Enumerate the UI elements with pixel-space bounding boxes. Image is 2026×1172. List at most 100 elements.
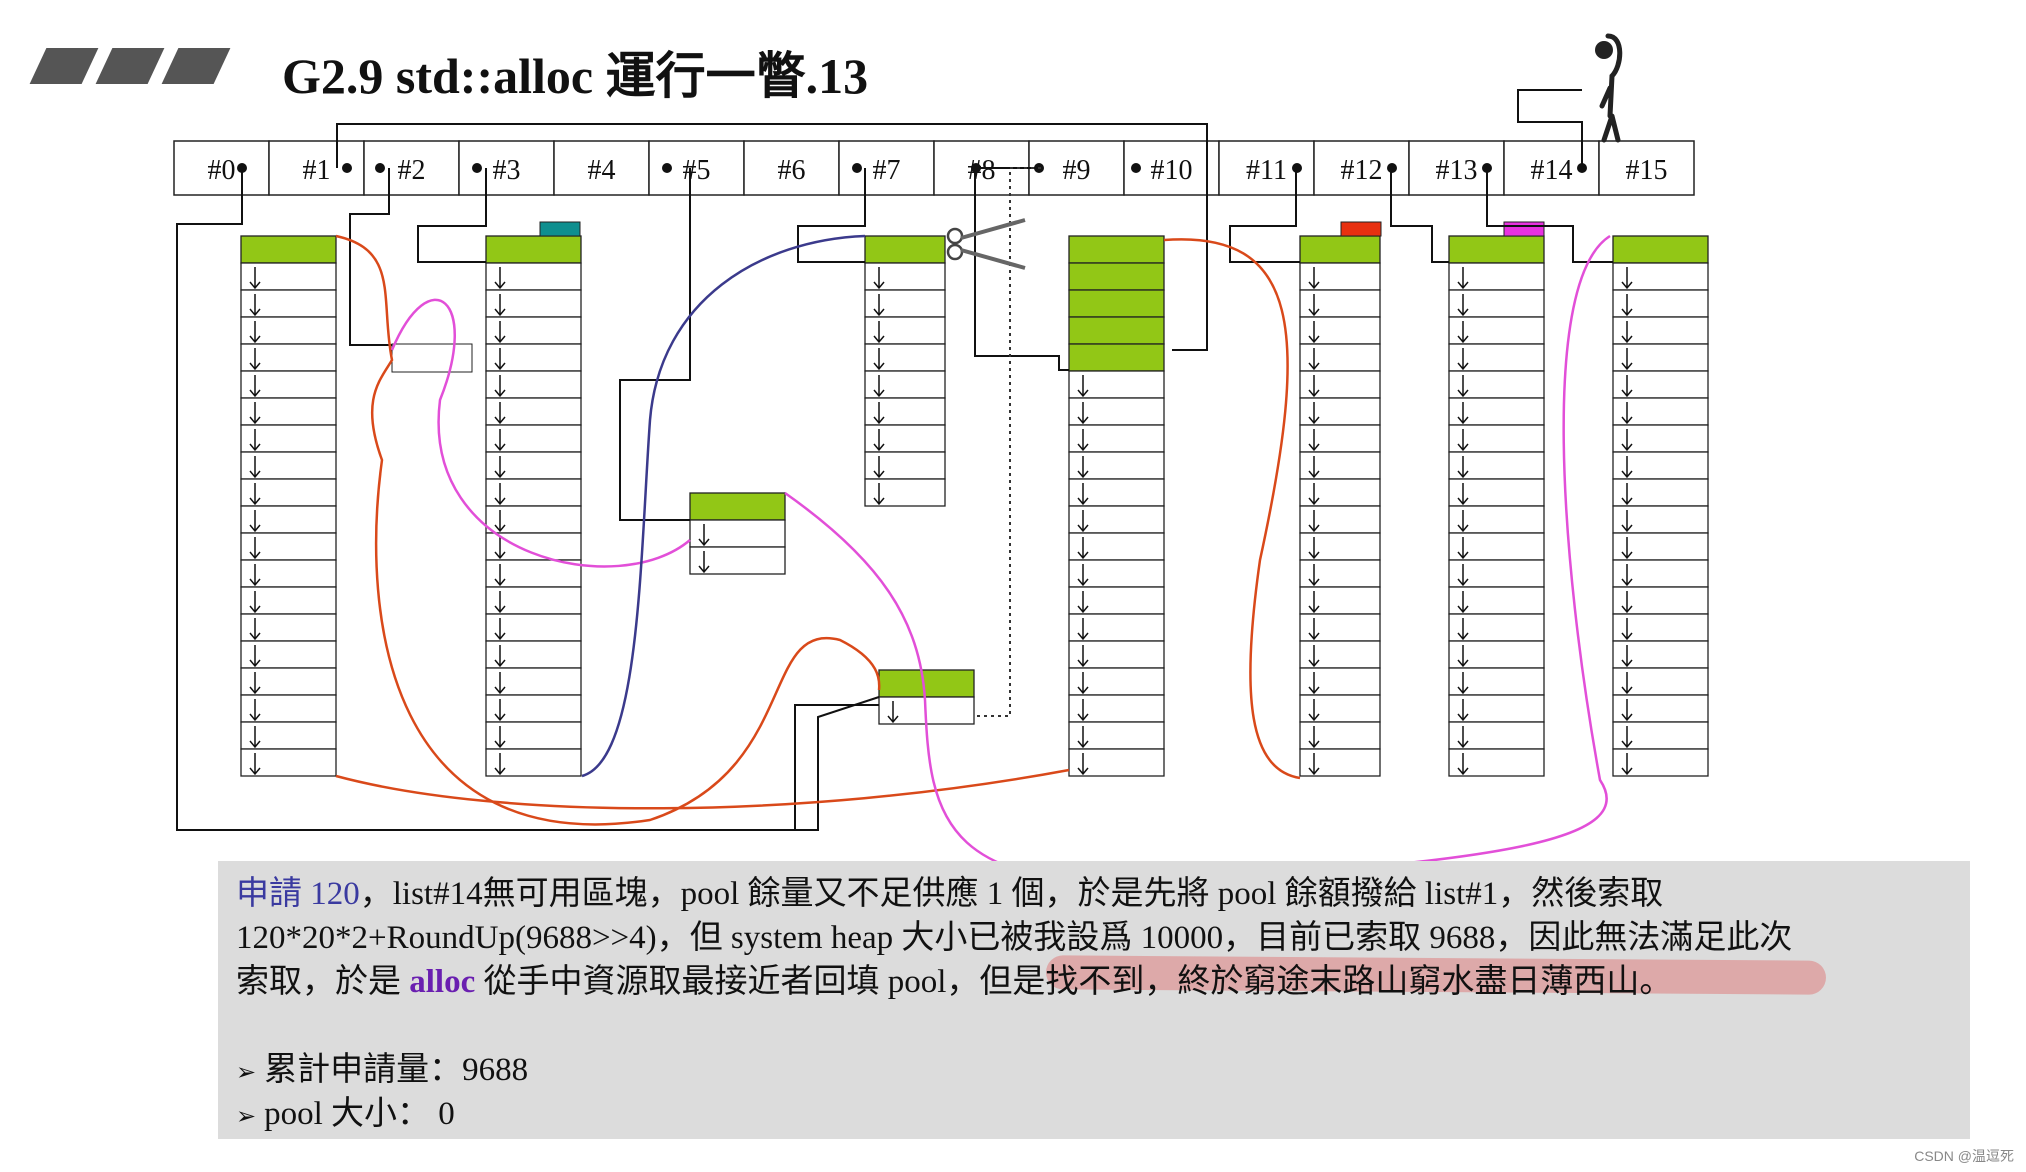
chunk bbox=[1299, 235, 1381, 264]
next-arrow bbox=[1621, 564, 1633, 587]
slot-label: #1 bbox=[303, 155, 331, 186]
chunk bbox=[1448, 235, 1545, 264]
next-arrow bbox=[1308, 483, 1320, 506]
next-arrow bbox=[1457, 402, 1469, 425]
chunk bbox=[1612, 235, 1709, 264]
next-arrow bbox=[494, 456, 506, 479]
chunk bbox=[864, 235, 946, 264]
next-arrow bbox=[249, 726, 261, 749]
next-arrow bbox=[1077, 645, 1089, 668]
list-1-route bbox=[336, 123, 1208, 351]
next-arrow bbox=[873, 267, 885, 290]
list-0-chunks bbox=[240, 235, 337, 777]
list-7-chunks bbox=[864, 235, 946, 507]
next-arrow bbox=[494, 672, 506, 695]
figure-head bbox=[1595, 41, 1613, 59]
next-arrow bbox=[1308, 402, 1320, 425]
orange-curve-3 bbox=[1163, 238, 1301, 780]
next-arrow bbox=[1457, 321, 1469, 344]
next-arrow bbox=[249, 591, 261, 614]
slot-pointer-dot bbox=[375, 163, 385, 173]
next-arrow bbox=[1308, 672, 1320, 695]
navy-curve bbox=[581, 234, 866, 778]
slot-label: #13 bbox=[1436, 155, 1478, 186]
slot-pointer-dot bbox=[472, 163, 482, 173]
next-arrow bbox=[1308, 456, 1320, 479]
next-arrow bbox=[249, 456, 261, 479]
chunk bbox=[1068, 262, 1165, 291]
next-arrow bbox=[1457, 348, 1469, 371]
list-2-route bbox=[349, 168, 392, 346]
next-arrow bbox=[494, 429, 506, 452]
next-arrow bbox=[1308, 429, 1320, 452]
slot-label: #2 bbox=[398, 155, 426, 186]
figure-body bbox=[1599, 33, 1623, 143]
next-arrow bbox=[698, 524, 710, 547]
next-arrow bbox=[249, 294, 261, 317]
bullet-pool-size: ➢pool 大小： 0 bbox=[236, 1096, 455, 1132]
list-9-chunks bbox=[1068, 235, 1165, 777]
next-arrow bbox=[494, 753, 506, 776]
slot-label: #7 bbox=[873, 155, 901, 186]
next-arrow bbox=[249, 402, 261, 425]
next-arrow bbox=[1621, 672, 1633, 695]
slot-pointer-dot bbox=[1131, 163, 1141, 173]
next-arrow bbox=[1621, 348, 1633, 371]
chunk bbox=[1612, 559, 1709, 588]
next-arrow bbox=[1457, 672, 1469, 695]
orange-curve-2 bbox=[335, 768, 1070, 810]
next-arrow bbox=[1077, 375, 1089, 398]
next-arrow bbox=[1308, 726, 1320, 749]
next-arrow bbox=[1621, 267, 1633, 290]
next-arrow bbox=[249, 375, 261, 398]
next-arrow bbox=[873, 429, 885, 452]
chunk bbox=[878, 669, 975, 698]
slot-cell bbox=[553, 140, 650, 196]
next-arrow bbox=[249, 483, 261, 506]
next-arrow bbox=[1457, 591, 1469, 614]
chunk bbox=[1068, 235, 1165, 264]
bullet-arrow-icon: ➢ bbox=[236, 1060, 257, 1086]
list-7-route bbox=[797, 168, 866, 263]
next-arrow bbox=[249, 753, 261, 776]
list-13-chunks bbox=[1448, 235, 1545, 777]
next-arrow bbox=[494, 645, 506, 668]
next-arrow bbox=[873, 456, 885, 479]
list-2-chunk bbox=[391, 343, 473, 373]
next-arrow bbox=[1077, 402, 1089, 425]
next-arrow bbox=[1077, 672, 1089, 695]
next-arrow bbox=[1308, 375, 1320, 398]
next-arrow bbox=[494, 537, 506, 560]
next-arrow bbox=[1308, 564, 1320, 587]
explanation-panel bbox=[218, 861, 1970, 1139]
next-arrow bbox=[249, 618, 261, 641]
slot-cell bbox=[1598, 140, 1695, 196]
slot-cell bbox=[173, 140, 270, 196]
next-arrow bbox=[1621, 483, 1633, 506]
next-arrow bbox=[1457, 483, 1469, 506]
slot-label: #14 bbox=[1531, 155, 1573, 186]
next-arrow bbox=[1621, 402, 1633, 425]
next-arrow bbox=[1457, 456, 1469, 479]
next-arrow bbox=[887, 701, 899, 724]
next-arrow bbox=[1457, 267, 1469, 290]
explanation-text: 申請 120，list#14無可用區塊，pool 餘量又不足供應 1 個，於是先… bbox=[236, 872, 1966, 1004]
chunk bbox=[485, 289, 582, 318]
next-arrow bbox=[1457, 537, 1469, 560]
next-arrow bbox=[1621, 321, 1633, 344]
next-arrow bbox=[249, 267, 261, 290]
list-11-chunks bbox=[1299, 235, 1381, 777]
next-arrow bbox=[1457, 375, 1469, 398]
next-arrow bbox=[1308, 618, 1320, 641]
red-tag bbox=[1340, 221, 1382, 237]
chunk bbox=[240, 235, 337, 264]
next-arrow bbox=[494, 267, 506, 290]
next-arrow bbox=[494, 294, 506, 317]
next-arrow bbox=[1308, 510, 1320, 533]
bullet-total-requested: ➢累計申請量：9688 bbox=[236, 1052, 529, 1088]
next-arrow bbox=[873, 348, 885, 371]
next-arrow bbox=[249, 348, 261, 371]
next-arrow bbox=[1457, 645, 1469, 668]
next-arrow bbox=[1308, 537, 1320, 560]
